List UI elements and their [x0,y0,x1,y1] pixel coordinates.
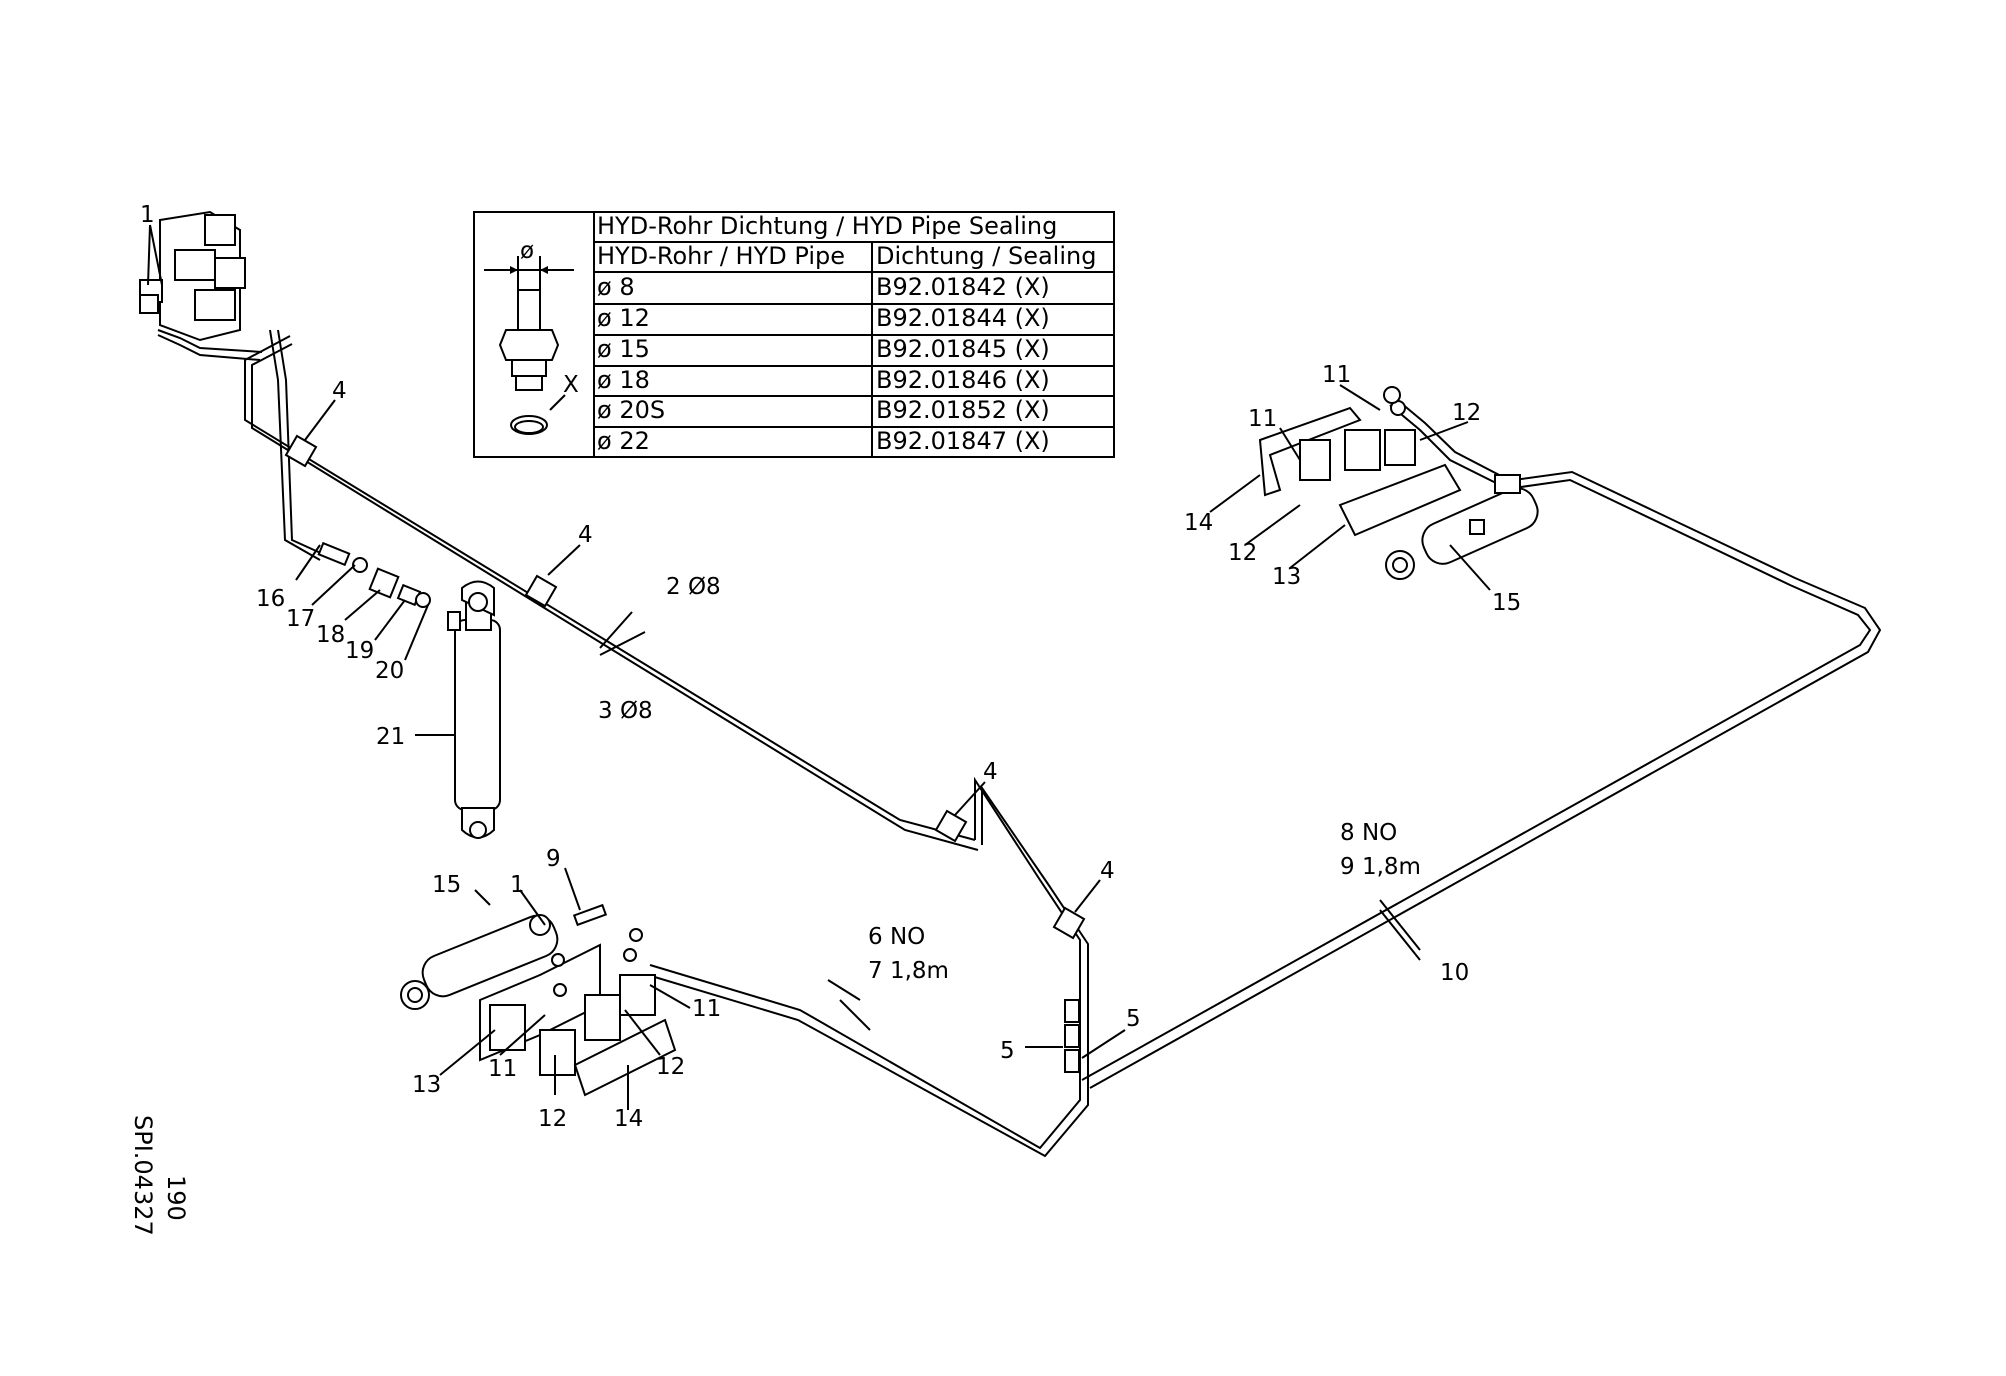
callout-19: 19 [345,638,374,664]
callout-12c: 12 [1452,400,1481,426]
callout-12a: 12 [538,1106,567,1132]
svg-text:X: X [563,372,579,398]
table-header-sealing: Dichtung / Sealing [876,242,1096,270]
callout-10: 10 [1440,960,1469,986]
clamp-4c [934,809,968,843]
clamp-4b [524,574,558,608]
page-reference: SPI.04327 190 [129,1115,190,1236]
table-cell-pipe: ø 15 [597,335,650,363]
svg-text:ø: ø [520,238,534,264]
callout-20: 20 [375,658,404,684]
table-cell-pipe: ø 8 [597,273,635,301]
callout-11d: 11 [1248,406,1277,432]
callout-2: 2 Ø8 [666,574,721,600]
clamp-4a [284,434,318,468]
callout-14a: 14 [614,1106,643,1132]
table-title: HYD-Rohr Dichtung / HYD Pipe Sealing [597,212,1057,240]
callout-4c: 4 [983,759,998,785]
table-cell-sealing: B92.01842 (X) [876,273,1050,301]
callout-7: 7 1,8m [868,958,949,984]
table-cell-sealing: B92.01845 (X) [876,335,1050,363]
callout-11c: 11 [1322,362,1351,388]
fitting-chain [317,541,431,608]
callout-11b: 11 [692,996,721,1022]
callout-6: 6 NO [868,924,925,950]
callout-15a: 15 [432,872,461,898]
table-cell-sealing: B92.01846 (X) [876,366,1050,394]
sealing-table: HYD-Rohr Dichtung / HYD Pipe Sealing HYD… [473,211,1115,458]
callout-5b: 5 [1126,1006,1141,1032]
callout-3: 3 Ø8 [598,698,653,724]
callout-13b: 13 [1272,564,1301,590]
page-number: 190 [162,1175,190,1221]
table-cell-pipe: ø 12 [597,304,650,332]
fitting-sealing-icon: ø X [484,238,579,435]
callout-9: 9 [546,846,561,872]
callout-13a: 13 [412,1072,441,1098]
callout-1b: 1 [510,872,525,898]
callout-4a: 4 [332,378,347,404]
callout-12d: 12 [1228,540,1257,566]
table-cell-pipe: ø 18 [597,366,650,394]
leader-lines [147,224,1491,1110]
table-cell-sealing: B92.01847 (X) [876,427,1050,455]
callout-labels: 1 4 4 4 4 2 Ø8 3 Ø8 16 17 18 19 20 21 15… [140,202,1521,1132]
hydraulic-cylinder-21 [447,580,501,839]
callout-9b: 9 1,8m [1340,854,1421,880]
reference-number: SPI.04327 [129,1115,157,1236]
callout-14b: 14 [1184,510,1213,536]
callout-17: 17 [286,606,315,632]
table-header-pipe: HYD-Rohr / HYD Pipe [597,242,845,270]
clamp-4d [1052,906,1086,940]
cylinder-assembly-left [400,903,677,1097]
callout-1: 1 [140,202,155,228]
callout-8: 8 NO [1340,820,1397,846]
table-cell-pipe: ø 22 [597,427,650,455]
table-cell-pipe: ø 20S [597,396,665,424]
callout-4d: 4 [1100,858,1115,884]
callout-16: 16 [256,586,285,612]
callout-12b: 12 [656,1054,685,1080]
valve-block [139,210,263,361]
callout-5a: 5 [1000,1038,1015,1064]
table-cell-sealing: B92.01852 (X) [876,396,1050,424]
table-cell-sealing: B92.01844 (X) [876,304,1050,332]
callout-11a: 11 [488,1056,517,1082]
cylinder-assembly-right [1258,386,1539,580]
coupling-5 [1064,999,1080,1073]
callout-15b: 15 [1492,590,1521,616]
callout-18: 18 [316,622,345,648]
callout-4b: 4 [578,522,593,548]
callout-21: 21 [376,724,405,750]
